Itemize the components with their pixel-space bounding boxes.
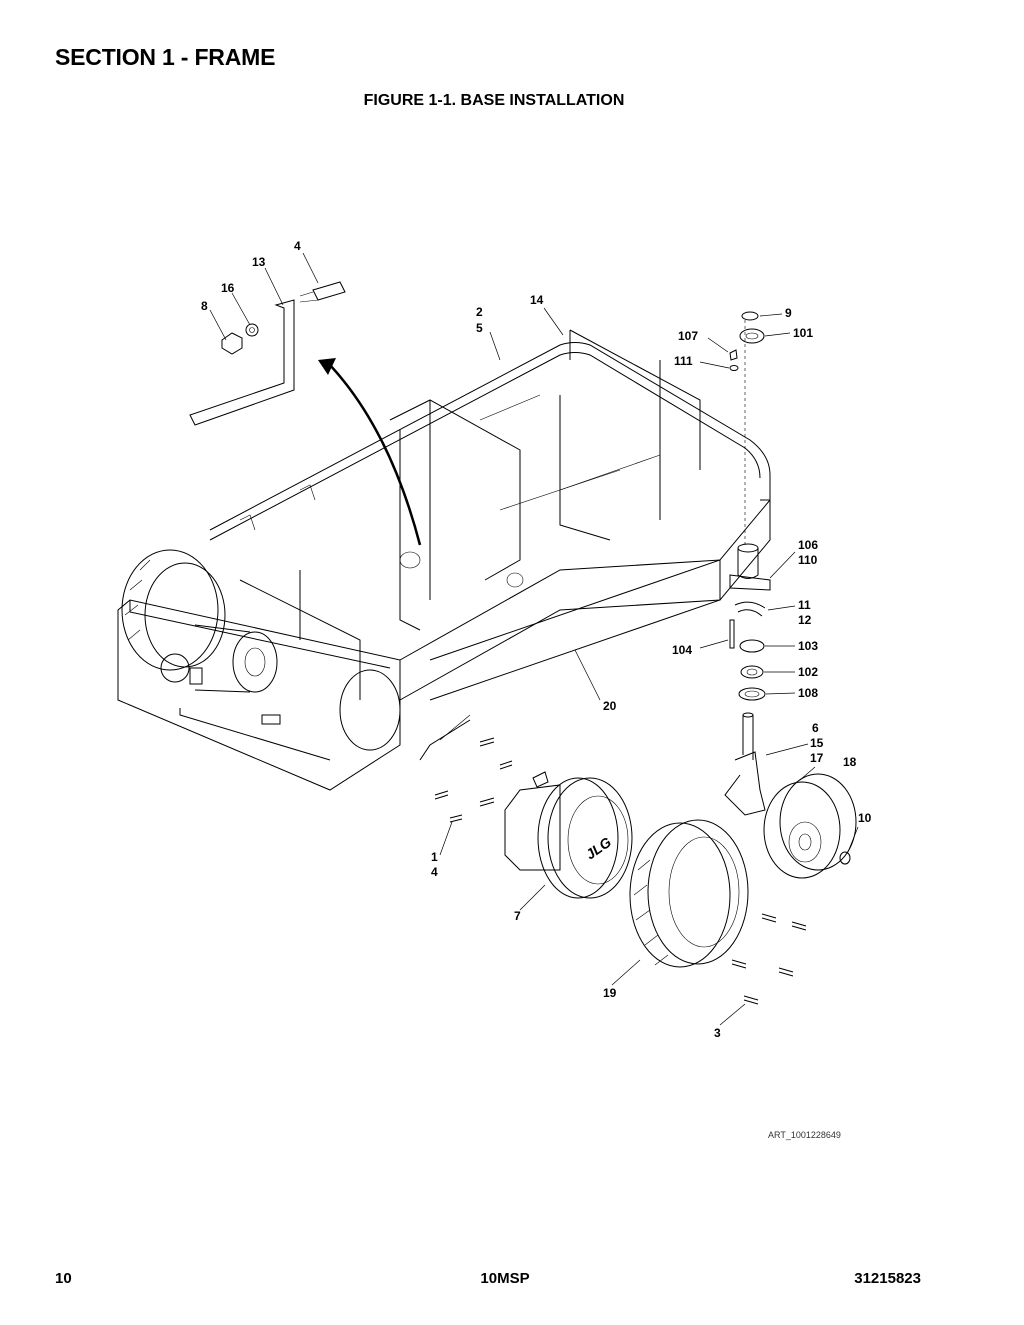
bolts bbox=[434, 737, 807, 1005]
callout-20: 20 bbox=[603, 699, 617, 713]
figure-title: FIGURE 1-1. BASE INSTALLATION bbox=[363, 92, 625, 109]
section-title: SECTION 1 - FRAME bbox=[55, 44, 276, 70]
callout-10: 10 bbox=[858, 811, 872, 825]
model-name: 10MSP bbox=[480, 1270, 530, 1287]
art-id: ART_1001228649 bbox=[768, 1130, 841, 1140]
callout-17: 17 bbox=[810, 751, 824, 765]
callout-111: 111 bbox=[674, 354, 693, 368]
drive-tire bbox=[629, 819, 749, 968]
callout-15: 15 bbox=[810, 736, 824, 750]
callout-102: 102 bbox=[798, 665, 818, 679]
callout-106: 106 bbox=[798, 538, 818, 552]
callout-9: 9 bbox=[785, 306, 792, 320]
callout-3: 3 bbox=[714, 1026, 721, 1040]
callout-110: 110 bbox=[798, 553, 818, 567]
callout-13: 13 bbox=[252, 255, 266, 269]
callout-14: 14 bbox=[530, 293, 544, 307]
page-number: 10 bbox=[55, 1270, 72, 1287]
callout-108: 108 bbox=[798, 686, 818, 700]
callout-7: 7 bbox=[514, 909, 521, 923]
callout-101: 101 bbox=[793, 326, 813, 340]
callout-107: 107 bbox=[678, 329, 698, 343]
callout-12: 12 bbox=[798, 613, 812, 627]
callouts: 4 13 16 8 2 5 14 9 107 101 111 106 110 1… bbox=[201, 239, 872, 1140]
drive-motor-hub: JLG bbox=[504, 771, 633, 899]
bracket-hardware bbox=[189, 281, 346, 426]
callout-1: 1 bbox=[431, 850, 438, 864]
callout-4: 4 bbox=[294, 239, 301, 253]
document-number: 31215823 bbox=[854, 1270, 921, 1287]
callout-16: 16 bbox=[221, 281, 235, 295]
callout-8: 8 bbox=[201, 299, 208, 313]
left-wheel-assembly bbox=[121, 549, 278, 693]
callout-4b: 4 bbox=[431, 865, 438, 879]
callout-19: 19 bbox=[603, 986, 617, 1000]
frame-weldment bbox=[117, 329, 771, 791]
callout-6: 6 bbox=[812, 721, 819, 735]
leader-lines bbox=[209, 252, 859, 1026]
callout-5: 5 bbox=[476, 321, 483, 335]
callout-11: 11 bbox=[798, 598, 811, 612]
callout-104: 104 bbox=[672, 643, 692, 657]
svg-text:JLG: JLG bbox=[583, 834, 615, 863]
callout-2: 2 bbox=[476, 305, 483, 319]
caster-assembly bbox=[724, 311, 857, 879]
callout-103: 103 bbox=[798, 639, 818, 653]
callout-18: 18 bbox=[843, 755, 857, 769]
